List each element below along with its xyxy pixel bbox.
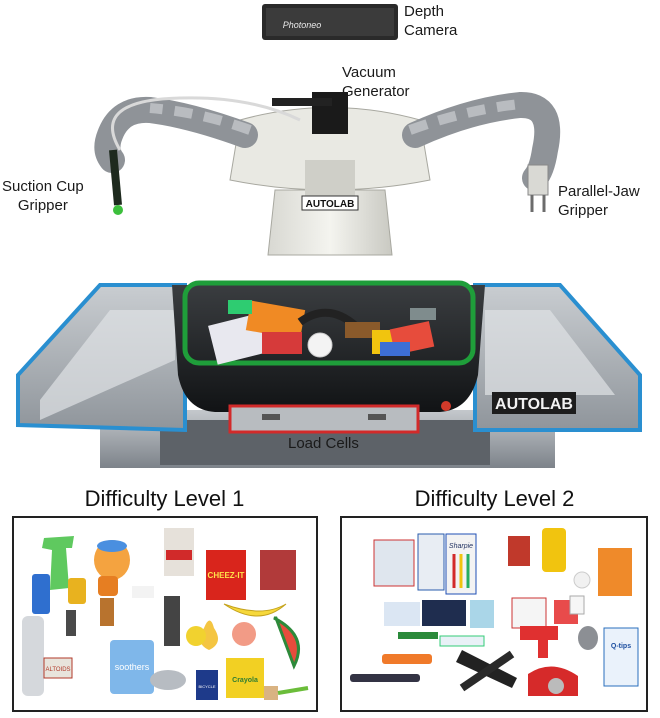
floss-pack	[470, 600, 494, 628]
toothpaste-2	[439, 635, 485, 647]
mouthwash-bottle	[32, 574, 50, 614]
spray-bottle	[42, 536, 74, 590]
chips-bag	[164, 596, 180, 646]
banana	[223, 603, 287, 617]
label-suction-cup-gripper-line1: Suction Cup	[2, 178, 84, 195]
orange-box	[598, 548, 632, 596]
label-depth-camera: Depth Camera	[404, 2, 457, 40]
shampoo-bottle	[100, 598, 114, 626]
pill-box	[511, 597, 547, 629]
label-load-cells: Load Cells	[288, 435, 359, 452]
pear	[200, 620, 218, 650]
tape-roll	[548, 678, 564, 694]
label-depth-camera-line2: Camera	[404, 22, 458, 39]
robot-logo: AUTOLAB	[306, 199, 355, 210]
camera-logo: Photoneo	[283, 20, 322, 30]
battery-pack	[422, 600, 466, 626]
level-1-objects: CHEEZ-IT soothers ALTOIDS BICYCLE Crayol…	[22, 528, 309, 700]
label-suction-cup-gripper-line2: Gripper	[17, 197, 68, 214]
crayola-box	[226, 658, 264, 698]
label-vacuum-generator-line1: Vacuum	[342, 64, 396, 81]
bin-outline	[182, 280, 476, 366]
mallet-head	[264, 686, 278, 700]
vacuum-generator-bar	[272, 98, 332, 106]
qtips-text: Q-tips	[611, 643, 631, 650]
label-suction-cup-gripper: Suction Cup Gripper	[2, 177, 84, 215]
label-vacuum-generator-line2: Generator	[342, 83, 410, 100]
altoids-tin	[43, 657, 73, 679]
sharpie-text: Sharpie	[449, 543, 473, 550]
box-cutter	[382, 654, 432, 664]
marker	[398, 632, 438, 639]
robot-logo-plate	[301, 195, 359, 211]
station-logo: AUTOLAB	[495, 396, 573, 413]
label-vacuum-generator: Vacuum Generator	[342, 63, 410, 101]
small-ball	[573, 571, 591, 589]
clamp-jaw	[459, 650, 515, 692]
mug	[98, 576, 118, 596]
station-logo-plate	[492, 392, 576, 414]
robot-neck	[305, 160, 355, 200]
parallel-jaw-gripper	[527, 164, 549, 196]
yellow-ball	[186, 626, 206, 646]
crayola-text: Crayola	[232, 677, 258, 684]
depth-camera-texture	[266, 8, 394, 36]
toothpaste	[132, 586, 154, 598]
soup-can	[508, 536, 530, 566]
level-2-objects: Sharpie Q-tips	[350, 528, 639, 696]
mallet-handle	[277, 686, 309, 695]
suction-cup-gripper	[109, 149, 122, 206]
right-arm-joints	[408, 99, 521, 135]
gun-grip	[538, 636, 548, 658]
lighter	[350, 674, 420, 682]
suction-cup-tip	[113, 205, 123, 215]
cheez-it-box	[206, 550, 246, 600]
vacuum-hose	[111, 96, 301, 151]
can	[150, 670, 186, 690]
heading-difficulty-level-2: Difficulty Level 2	[414, 486, 575, 511]
gray-object	[578, 626, 598, 650]
tea-box	[260, 550, 296, 590]
qtips-box	[603, 627, 639, 687]
left-arm-joints	[149, 103, 252, 135]
left-tray-inner	[40, 310, 175, 420]
soothers-pack	[110, 640, 154, 694]
rope-object	[22, 616, 44, 696]
playing-cards	[196, 670, 218, 700]
label-parallel-jaw-gripper-line2: Gripper	[558, 202, 609, 219]
load-cells	[230, 406, 418, 432]
blister-pack-1	[373, 539, 415, 587]
right-arm	[402, 92, 561, 191]
soothers-text: soothers	[115, 662, 150, 672]
label-parallel-jaw-gripper: Parallel-Jaw Gripper	[558, 182, 640, 220]
difficulty-level-1-panel: CHEEZ-IT soothers ALTOIDS BICYCLE Crayol…	[12, 516, 318, 712]
toothbrush-pack	[384, 602, 420, 626]
bin-objects	[208, 300, 436, 365]
right-tray-inner	[485, 310, 615, 395]
label-parallel-jaw-gripper-line1: Parallel-Jaw	[558, 183, 640, 200]
robot-shoulders	[229, 107, 431, 191]
cheez-it-text: CHEEZ-IT	[208, 571, 245, 580]
gun-body	[520, 626, 558, 640]
label-depth-camera-line1: Depth	[404, 3, 445, 20]
mustard-jar	[68, 578, 86, 604]
load-cells-outline	[228, 404, 420, 434]
difficulty-level-2-panel: Sharpie Q-tips	[340, 516, 648, 712]
peach	[232, 622, 256, 646]
mustard-bottle	[542, 528, 566, 572]
heading-difficulty-level-1: Difficulty Level 1	[84, 486, 245, 511]
watermelon-slice	[273, 616, 300, 670]
bicycle-text: BICYCLE	[198, 684, 215, 689]
left-arm	[94, 96, 258, 173]
blister-pack-2	[417, 533, 445, 591]
robot-scene: AUTOLAB Photoneo AUTOLAB	[16, 4, 642, 468]
bottle-small	[66, 610, 76, 636]
jar	[569, 595, 585, 615]
altoids-text: ALTOIDS	[45, 667, 70, 673]
